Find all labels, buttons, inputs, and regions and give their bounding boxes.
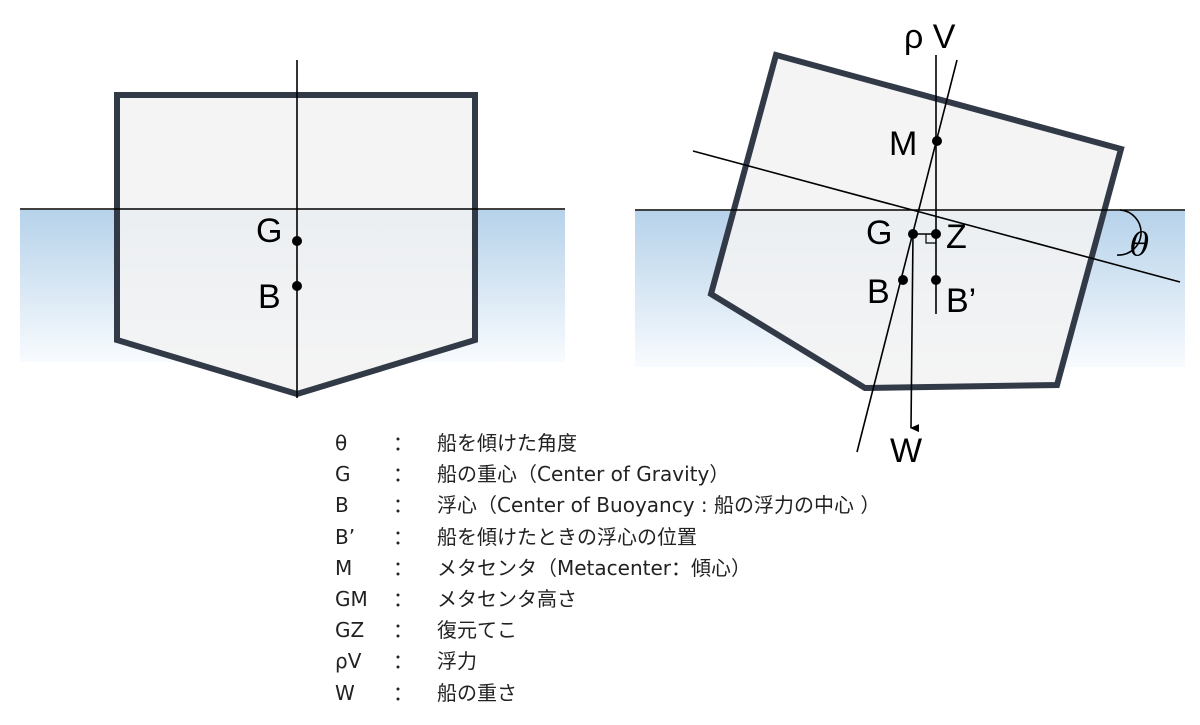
upright-ship-diagram: G B: [20, 60, 565, 398]
legend-description: 船を傾けた角度: [437, 431, 577, 455]
legend-description: 船を傾けたときの浮心の位置: [437, 524, 697, 549]
legend-description: 復元てこ: [437, 618, 517, 643]
legend-description: 船の重さ: [437, 680, 517, 705]
legend-separator: ：: [393, 586, 413, 611]
label-g-right: G: [866, 214, 892, 252]
theta-arc: [1116, 209, 1142, 256]
legend-separator: ：: [393, 649, 413, 674]
label-theta: θ: [1130, 225, 1149, 263]
label-rho-v: ρ V: [904, 18, 956, 56]
legend-key: GM: [335, 586, 368, 611]
label-b-prime: B’: [946, 282, 976, 320]
legend: θ ： 船を傾けた角度 G ： 船の重心（Center of Gravity） B ： 浮心…: [335, 428, 880, 709]
legend-key: B: [335, 493, 349, 518]
legend-key: θ: [335, 431, 348, 455]
legend-row: W ： 船の重さ: [335, 678, 880, 709]
legend-key: ρV: [335, 649, 362, 674]
legend-row: GM ： メタセンタ高さ: [335, 584, 880, 615]
point-g-left: [292, 236, 302, 246]
legend-separator: ：: [393, 431, 413, 455]
tilted-centerline: [856, 59, 958, 453]
label-z: Z: [946, 218, 967, 256]
point-m: [932, 136, 942, 146]
label-m: M: [889, 125, 917, 163]
legend-key: GZ: [335, 618, 365, 643]
legend-key: G: [335, 462, 351, 487]
label-b-right: B: [867, 273, 890, 311]
legend-row: M ： メタセンタ（Metacenter：傾心）: [335, 553, 880, 584]
legend-key: M: [335, 555, 353, 580]
legend-row: ρV ： 浮力: [335, 646, 880, 677]
legend-key: W: [335, 680, 355, 705]
point-z: [931, 229, 941, 239]
point-b-prime: [931, 275, 941, 285]
legend-description: 浮力: [437, 649, 477, 674]
legend-separator: ：: [393, 618, 413, 643]
point-b-left: [292, 281, 302, 291]
legend-row: B ： 浮心（Center of Buoyancy : 船の浮力の中心 ）: [335, 490, 880, 521]
label-w: W: [890, 432, 922, 470]
legend-separator: ：: [393, 555, 413, 580]
legend-key: B’: [335, 524, 356, 549]
label-g-left: G: [256, 212, 282, 250]
right-angle-mark: [925, 234, 936, 244]
legend-description: メタセンタ高さ: [437, 586, 577, 611]
legend-row: B’ ： 船を傾けたときの浮心の位置: [335, 522, 880, 553]
label-b-left: B: [258, 278, 281, 316]
point-g-right: [908, 229, 918, 239]
heeled-ship-diagram: ρ V M G Z B B’ W θ: [635, 18, 1185, 470]
legend-separator: ：: [393, 524, 413, 549]
legend-row: GZ ： 復元てこ: [335, 615, 880, 646]
legend-separator: ：: [393, 462, 413, 487]
legend-description: メタセンタ（Metacenter：傾心）: [437, 555, 752, 580]
legend-separator: ：: [393, 680, 413, 705]
legend-description: 浮心（Center of Buoyancy : 船の浮力の中心 ）: [437, 493, 881, 518]
weight-arrow: [910, 233, 920, 433]
point-b-right: [898, 275, 908, 285]
legend-row: θ ： 船を傾けた角度: [335, 428, 880, 459]
legend-description: 船の重心（Center of Gravity）: [437, 462, 730, 487]
legend-separator: ：: [393, 493, 413, 518]
legend-row: G ： 船の重心（Center of Gravity）: [335, 459, 880, 490]
